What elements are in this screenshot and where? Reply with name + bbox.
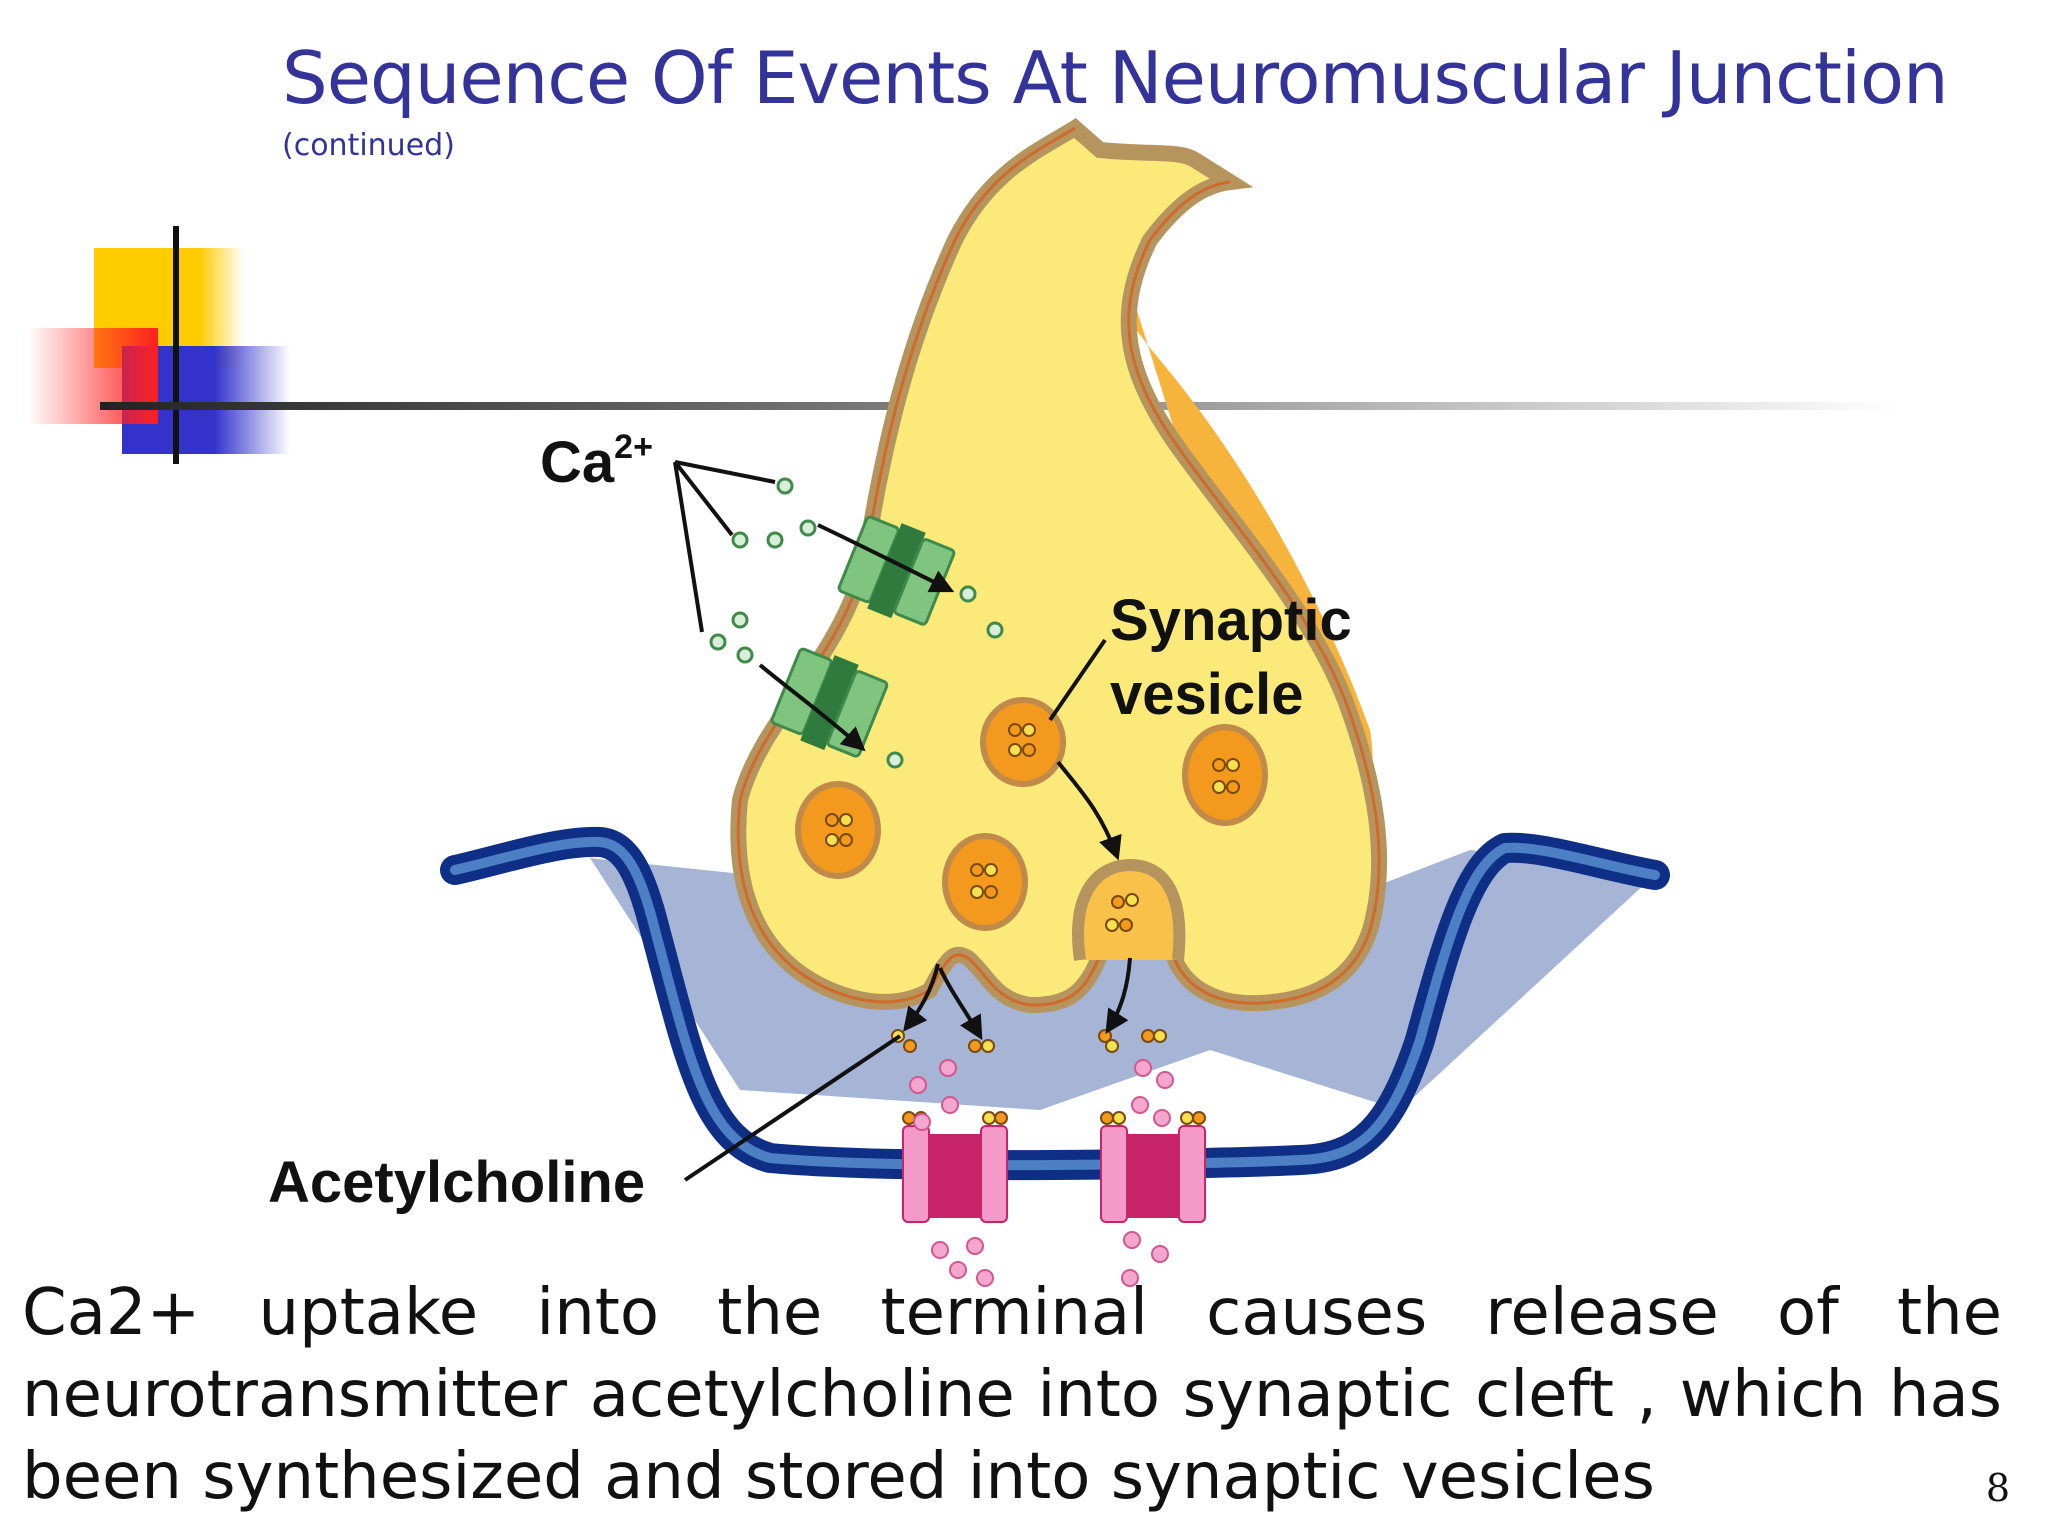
decorative-squares xyxy=(28,226,290,464)
synaptic-vesicle xyxy=(942,833,1028,931)
synaptic-vesicle xyxy=(980,697,1066,787)
calcium-ions xyxy=(709,477,1004,769)
acetylcholine-molecules xyxy=(891,1029,1174,1287)
synaptic-vesicle-label-line1: Synaptic xyxy=(1110,588,1352,653)
synaptic-vesicle xyxy=(795,781,881,879)
caption-text: Ca2+ uptake into the terminal causes rel… xyxy=(22,1276,2002,1514)
pointer-arrows xyxy=(673,460,1132,1182)
muscle-membrane xyxy=(440,826,1670,1181)
fusing-vesicle xyxy=(1072,858,1186,961)
acetylcholine-receptor xyxy=(1100,1111,1206,1223)
synaptic-vesicle-label-line2: vesicle xyxy=(1110,662,1304,727)
acetylcholine-label: Acetylcholine xyxy=(268,1150,645,1215)
page-number: 8 xyxy=(1985,1466,2010,1510)
synaptic-vesicle xyxy=(1182,724,1268,826)
slide-title: Sequence Of Events At Neuromuscular Junc… xyxy=(282,36,1949,120)
calcium-label: Ca2+ xyxy=(540,428,653,495)
synaptic-vesicles xyxy=(795,697,1268,931)
slide-subtitle: (continued) xyxy=(282,128,455,163)
